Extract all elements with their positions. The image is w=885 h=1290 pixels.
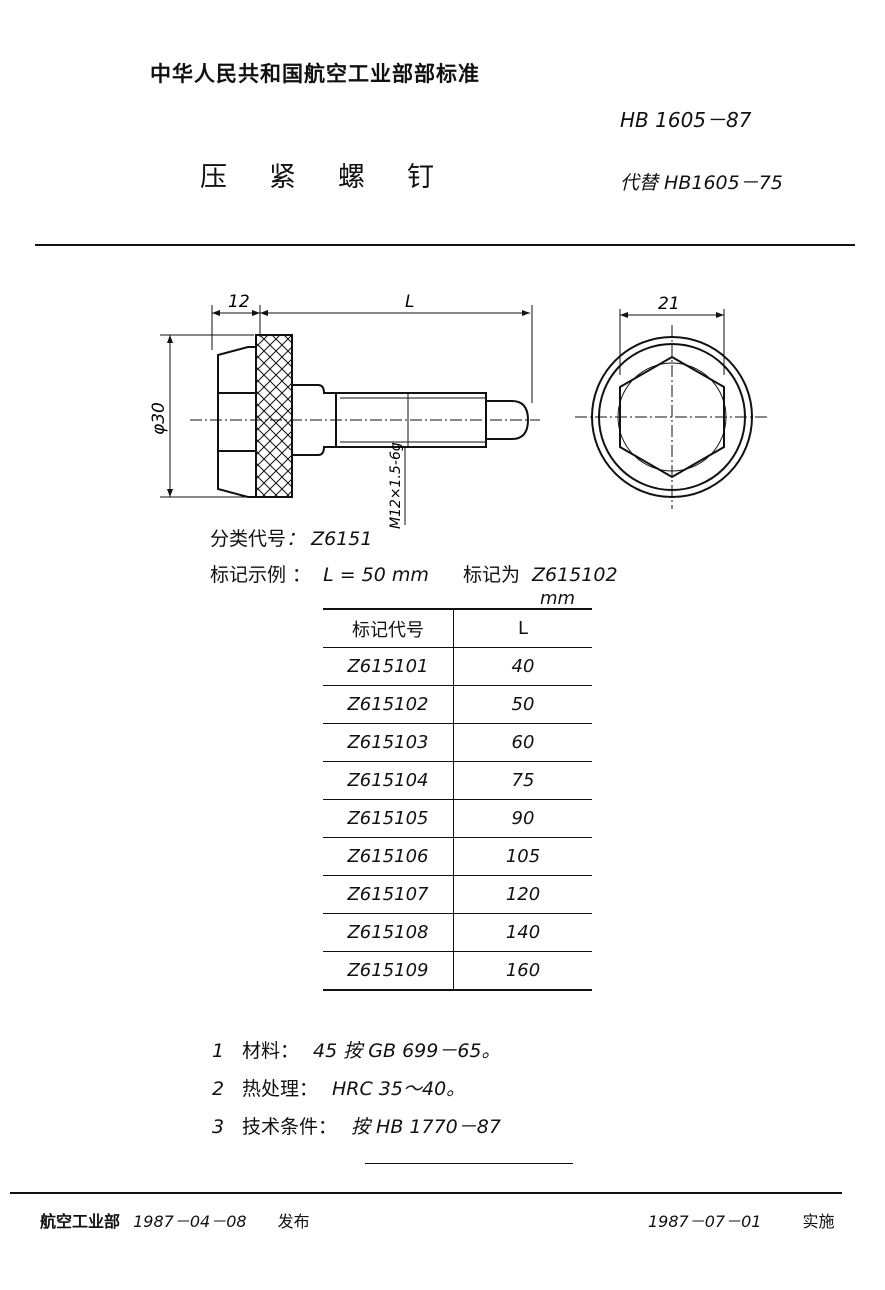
effective-info: 1987－07－01 实施 [648, 1208, 835, 1232]
notes-end-divider [365, 1163, 573, 1164]
cell-length: 105 [453, 837, 592, 876]
dim-across-flats: 21 [658, 294, 680, 314]
note-value: 45 按 GB 699－65。 [313, 1040, 501, 1062]
note-value: 按 HB 1770－87 [351, 1116, 501, 1138]
effective-date: 1987－07－01 [648, 1212, 762, 1231]
cell-mark-code: Z615107 [323, 875, 454, 914]
note-label: 热处理： [242, 1078, 319, 1100]
table-unit: mm [540, 588, 576, 609]
cell-length: 75 [453, 761, 592, 800]
cell-mark-code: Z615109 [323, 951, 454, 991]
cell-mark-code: Z615105 [323, 799, 454, 838]
cell-mark-code: Z615104 [323, 761, 454, 800]
standard-code: HB 1605－87 [620, 108, 752, 132]
classification-value: Z6151 [311, 528, 373, 550]
dim-diameter: φ30 [150, 402, 169, 435]
note-label: 材料： [242, 1040, 300, 1062]
cell-length: 160 [453, 951, 592, 991]
marking-example-label: 标记示例 [210, 564, 287, 586]
header-length: L [453, 608, 592, 648]
header-mark-code: 标记代号 [323, 608, 454, 648]
marking-example-line: 标记示例： L = 50 mm 标记为 Z615102 [210, 564, 618, 586]
cell-mark-code: Z615102 [323, 685, 454, 724]
effective-label: 实施 [802, 1212, 835, 1231]
cell-length: 90 [453, 799, 592, 838]
dim-thread: M12×1.5-6g [388, 442, 404, 529]
header-divider [35, 244, 855, 246]
marking-condition: L = 50 mm [323, 564, 429, 586]
issue-label: 发布 [277, 1212, 310, 1231]
footer-divider [10, 1192, 842, 1194]
cell-length: 50 [453, 685, 592, 724]
replaces-standard: 代替 HB1605－75 [620, 172, 783, 194]
marking-value: Z615102 [532, 564, 618, 586]
document-title: 压紧螺钉 [200, 162, 476, 193]
classification-label: 分类代号 [210, 528, 287, 550]
issuing-organization: 中华人民共和国航空工业部部标准 [150, 62, 480, 86]
table-header-row: 标记代号 L [323, 608, 592, 648]
cell-length: 140 [453, 913, 592, 952]
cell-mark-code: Z615106 [323, 837, 454, 876]
issue-info: 航空工业部 1987－04－08 发布 [40, 1208, 310, 1232]
dim-length: L [405, 292, 414, 312]
dim-head-length: 12 [228, 292, 250, 312]
note-value: HRC 35～40。 [332, 1078, 466, 1100]
note-label: 技术条件： [242, 1116, 338, 1138]
marking-text: 标记为 [462, 564, 520, 586]
cell-length: 120 [453, 875, 592, 914]
cell-length: 40 [453, 647, 592, 686]
cell-mark-code: Z615103 [323, 723, 454, 762]
cell-mark-code: Z615108 [323, 913, 454, 952]
cell-length: 60 [453, 723, 592, 762]
issuer: 航空工业部 [40, 1212, 121, 1231]
issue-date: 1987－04－08 [133, 1212, 247, 1231]
cell-mark-code: Z615101 [323, 647, 454, 686]
classification-line: 分类代号： Z6151 [210, 528, 373, 550]
screw-drawing: 12 L φ30 M12×1.5-6g 21 [150, 292, 768, 529]
